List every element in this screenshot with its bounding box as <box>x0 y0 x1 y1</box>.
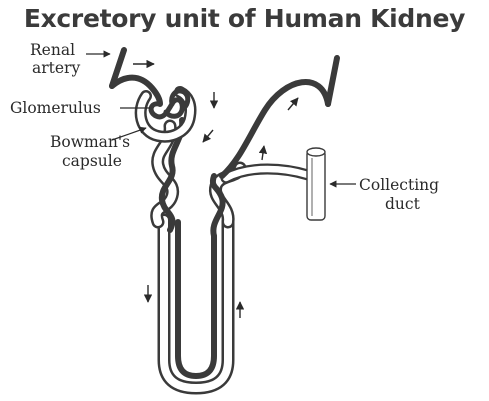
arrow-distal-up-icon <box>258 145 268 161</box>
label-glomerulus: Glomerulus <box>10 99 101 117</box>
renal-artery <box>109 47 163 107</box>
label-artery-line2: artery <box>32 59 80 77</box>
label-duct-line2: duct <box>385 195 421 213</box>
label-collecting-line1: Collecting <box>359 176 439 194</box>
renal-vein <box>219 55 340 179</box>
distal-tubule <box>208 161 314 239</box>
pointer-bowmans <box>111 126 147 141</box>
label-pointers <box>86 50 356 188</box>
arrow-tubule-icon <box>202 129 214 143</box>
label-bowmans-line1: Bowman's <box>50 133 130 151</box>
flow-arrows <box>133 59 299 318</box>
glomerulus <box>148 88 191 120</box>
label-renal-line1: Renal <box>30 41 75 59</box>
page-title: Excretory unit of Human Kidney <box>23 4 466 33</box>
proximal-tubule <box>150 117 186 233</box>
arrow-vein-up-icon <box>287 97 299 111</box>
collecting-duct <box>306 147 326 221</box>
label-capsule-line2: capsule <box>62 152 122 170</box>
loop-of-henle <box>157 213 235 395</box>
